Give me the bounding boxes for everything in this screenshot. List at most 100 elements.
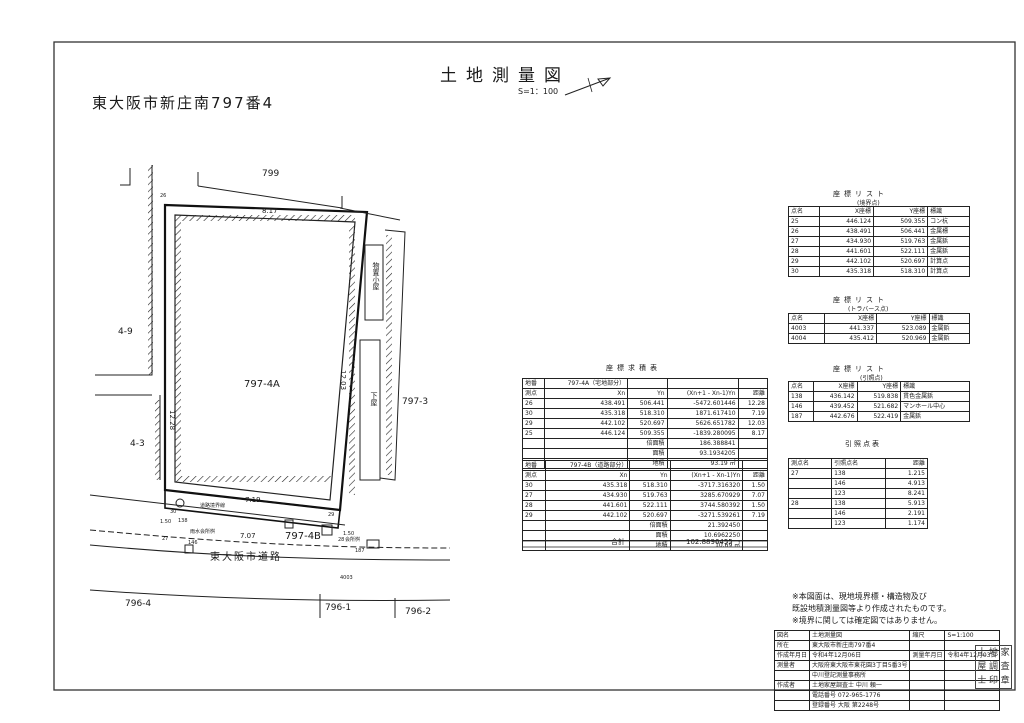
parcel-4-9: 4-9 [118, 327, 133, 337]
table-cell: 28 [787, 498, 833, 509]
table-cell: 506.441 [627, 398, 668, 409]
table-cell: 186.388841 [666, 438, 739, 449]
table-cell: 測点 [522, 470, 546, 481]
table-cell: 26 [521, 398, 546, 409]
table-cell: -5472.601446 [666, 398, 739, 409]
note-line: ※本図面は、現地境界標・構造物及び [792, 592, 927, 601]
table-cell [737, 438, 769, 449]
table-cell: 446.124 [544, 428, 629, 439]
table-cell: 4003 [788, 323, 825, 334]
table-cell: 8.17 [737, 428, 769, 439]
table-cell: 138 [831, 468, 887, 479]
table-cell: 520.969 [876, 333, 930, 344]
table-cell: 518.310 [873, 266, 929, 277]
table-row: 登録番号 大阪 第2248号 [773, 700, 1000, 711]
reference-distance-caption: 引照点表 [845, 440, 881, 448]
table-cell: 522.111 [629, 500, 671, 511]
table-cell: 797-4A（宅地部分） [544, 378, 629, 389]
table-cell: 標識 [927, 206, 970, 217]
table-row: 電話番号 072-965-1776 [773, 690, 1000, 701]
table-cell: 令和4年12月06日 [809, 650, 911, 661]
table-cell: 中川登記測量事務所 [809, 670, 911, 681]
marker-138: 138 [178, 518, 188, 524]
dim-bottom-b: 7.07 [240, 532, 256, 540]
shed-label: 物置小屋 [372, 262, 380, 290]
table-cell: -3271.539261 [669, 510, 744, 521]
table-cell: Y座標 [876, 313, 930, 324]
dim-left: 12.28 [168, 410, 176, 431]
table-cell: 519.838 [856, 391, 902, 402]
table-cell [787, 518, 833, 529]
table-cell: 28 [522, 500, 546, 511]
parcel-796-4: 796-4 [125, 599, 152, 609]
reference-list-caption: 座標リスト [833, 365, 888, 373]
table-cell [944, 700, 1000, 711]
table-row: 測点名引照点名距離 [787, 458, 928, 469]
marker-27: 27 [162, 536, 169, 542]
table-cell: 520.697 [627, 418, 668, 429]
traverse-list-sub: (トラバース点) [848, 306, 889, 313]
curb-label: 雨水会所桝 [190, 529, 216, 535]
table-cell: 1871.617410 [666, 408, 739, 419]
table-cell: 地積 [629, 540, 671, 551]
table-cell: 30 [522, 480, 546, 491]
table-row: 中川登記測量事務所 [773, 670, 1000, 681]
property-address: 東大阪市新庄南797番4 [92, 94, 275, 112]
table-row: 作成者土地家屋調査士 中川 頼一 [773, 680, 1000, 691]
manhole-label: 会所桝 [345, 537, 361, 543]
table-cell: Xn [544, 470, 631, 481]
table-cell: 面積 [627, 448, 668, 459]
table-cell [522, 540, 546, 551]
table-cell [742, 460, 768, 471]
boundary-side-label: 道路境界線 [200, 503, 226, 509]
table-cell: 標識 [928, 313, 970, 324]
table-cell: 93.1934205 [666, 448, 739, 459]
note-line: ※境界に関しては確定図ではありません。 [792, 616, 943, 625]
north-arrow-icon [564, 77, 612, 96]
table-cell: -1839.280095 [666, 428, 739, 439]
table-cell: 測点名 [787, 458, 833, 469]
page-title: 土地測量図 [440, 66, 570, 86]
table-row: 作成年月日令和4年12月06日測量年月日令和4年12月03日 [773, 650, 1000, 661]
dim-small-b: 1.50 [343, 531, 355, 537]
table-cell: 測量者 [773, 660, 811, 671]
table-cell: 5626.651782 [666, 418, 739, 429]
table-cell: 442.676 [812, 411, 858, 422]
parcel-797-4b: 797-4B [285, 531, 321, 542]
table-cell: 518.310 [627, 408, 668, 419]
table-cell: 土地測量図 [809, 630, 911, 641]
marker-26: 26 [160, 193, 167, 199]
table-cell: 電話番号 072-965-1776 [809, 690, 911, 701]
table-cell [742, 540, 768, 551]
road-width-label: 4003 [340, 575, 353, 581]
table-cell: 倍面積 [627, 438, 668, 449]
table-cell: 435.318 [544, 480, 631, 491]
area-total-label: 合計 [611, 538, 625, 546]
table-cell: 29 [522, 510, 546, 521]
table-cell: 金属鋲 [927, 246, 970, 257]
table-cell: 5.913 [885, 498, 928, 509]
table-cell: 146 [788, 401, 814, 412]
table-cell [544, 448, 629, 459]
table-cell: 距離 [742, 470, 768, 481]
table-cell [773, 670, 811, 681]
table-cell: 引照点名 [831, 458, 887, 469]
table-cell: Yn [627, 388, 668, 399]
